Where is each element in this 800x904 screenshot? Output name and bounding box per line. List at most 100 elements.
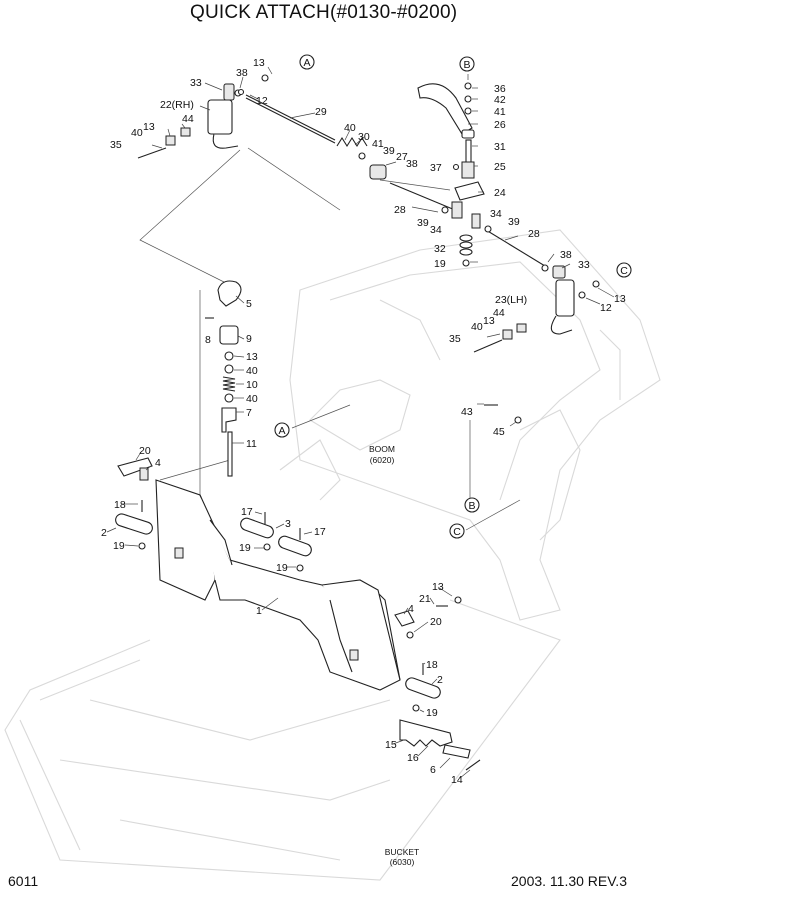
label-28: 28	[394, 204, 406, 216]
label-15: 15	[385, 739, 397, 751]
svg-text:C: C	[620, 265, 628, 277]
lever-hook-rh	[212, 133, 239, 149]
connector-c-mid: C	[449, 523, 465, 539]
label-40: 40	[131, 127, 143, 139]
label-41: 41	[494, 106, 506, 118]
bolt-35b	[473, 339, 503, 353]
label-25: 25	[494, 161, 506, 173]
label-31: 31	[494, 141, 506, 153]
revision-date: 2003. 11.30 REV.3	[511, 873, 627, 889]
label-13: 13	[614, 293, 626, 305]
washer-13e	[454, 596, 462, 604]
latch-block-9	[219, 325, 239, 345]
label-22-rh: 22(RH)	[160, 99, 194, 111]
pin-37	[452, 163, 460, 171]
lever-arm-rh	[207, 99, 233, 135]
pin-3a	[240, 517, 274, 539]
pin-20a	[117, 457, 153, 477]
page-title: QUICK ATTACH(#0130-#0200)	[190, 2, 458, 23]
page-number: 6011	[8, 873, 39, 889]
label-34: 34	[430, 224, 442, 236]
plate-4b	[394, 610, 415, 627]
nut-19c	[263, 543, 271, 551]
connector-b-mid: B	[464, 497, 480, 513]
latch-hook-5	[217, 280, 242, 307]
nut-45	[514, 416, 522, 424]
label-38: 38	[406, 158, 418, 170]
label-43: 43	[461, 406, 473, 418]
label-23-lh: 23(LH)	[495, 294, 527, 306]
pin-3b	[278, 535, 312, 557]
label-12: 12	[600, 302, 612, 314]
label-39: 39	[508, 216, 520, 228]
svg-text:B: B	[463, 59, 470, 71]
linkage-middle	[336, 136, 456, 214]
washer-13	[261, 74, 269, 82]
label-28: 28	[528, 228, 540, 240]
label-37: 37	[430, 162, 442, 174]
label-39: 39	[417, 217, 429, 229]
spring-10	[222, 376, 236, 392]
label-27: 27	[396, 151, 408, 163]
block-25	[461, 161, 475, 179]
label-39: 39	[383, 145, 395, 157]
label-19: 19	[426, 707, 438, 719]
plate-4a	[139, 467, 149, 481]
label-34: 34	[490, 208, 502, 220]
boom-ref-name: BOOM	[369, 444, 395, 454]
label-16: 16	[407, 752, 419, 764]
plate-24	[454, 181, 485, 201]
pin-2b	[405, 677, 441, 699]
clevis-34b	[471, 213, 481, 229]
bucket-ref-code: (6030)	[390, 857, 415, 867]
sleeve-27	[369, 164, 387, 180]
label-11: 11	[246, 438, 257, 450]
pin-31	[465, 139, 472, 165]
pin-20b	[406, 631, 414, 639]
nut-19	[462, 259, 470, 267]
label-40: 40	[246, 365, 258, 377]
connector-markers: A B C A B C	[274, 54, 632, 539]
nut-19d	[296, 564, 304, 572]
label-32: 32	[434, 243, 446, 255]
washer-13c	[592, 280, 600, 288]
washer-40c	[502, 329, 513, 340]
label-33: 33	[190, 77, 202, 89]
boom-ref-code: (6020)	[370, 455, 395, 465]
connector-c-top: C	[616, 262, 632, 278]
connector-a-mid: A	[274, 422, 290, 438]
label-18: 18	[114, 499, 126, 511]
label-2: 2	[437, 674, 443, 686]
label-18: 18	[426, 659, 438, 671]
label-19: 19	[239, 542, 251, 554]
label-3: 3	[285, 518, 291, 530]
plate-15	[399, 719, 453, 747]
label-44: 44	[493, 307, 505, 319]
washer-40	[165, 135, 176, 146]
label-2: 2	[101, 527, 107, 539]
label-4: 4	[408, 603, 414, 615]
label-13: 13	[432, 581, 444, 593]
pin-2a	[115, 513, 153, 535]
label-40: 40	[471, 321, 483, 333]
latch-stack	[205, 280, 242, 477]
label-13: 13	[143, 121, 155, 133]
handle-26	[417, 83, 473, 135]
label-14: 14	[451, 774, 463, 786]
svg-text:C: C	[453, 526, 461, 538]
svg-text:B: B	[468, 500, 475, 512]
label-7: 7	[246, 407, 252, 419]
label-42: 42	[494, 94, 506, 106]
bucket-outline	[4, 599, 561, 881]
bolt-14	[465, 759, 481, 771]
reference-labels: BOOM (6020) BUCKET (6030)	[369, 444, 419, 867]
ball-joint-rh	[223, 83, 235, 101]
quick-attach-frame	[115, 457, 481, 771]
bushing-44	[180, 127, 191, 137]
label-26: 26	[494, 119, 506, 131]
rod-28	[389, 182, 456, 211]
label-38: 38	[560, 249, 572, 261]
boom-outline	[279, 229, 661, 621]
handle-assembly	[417, 82, 485, 267]
